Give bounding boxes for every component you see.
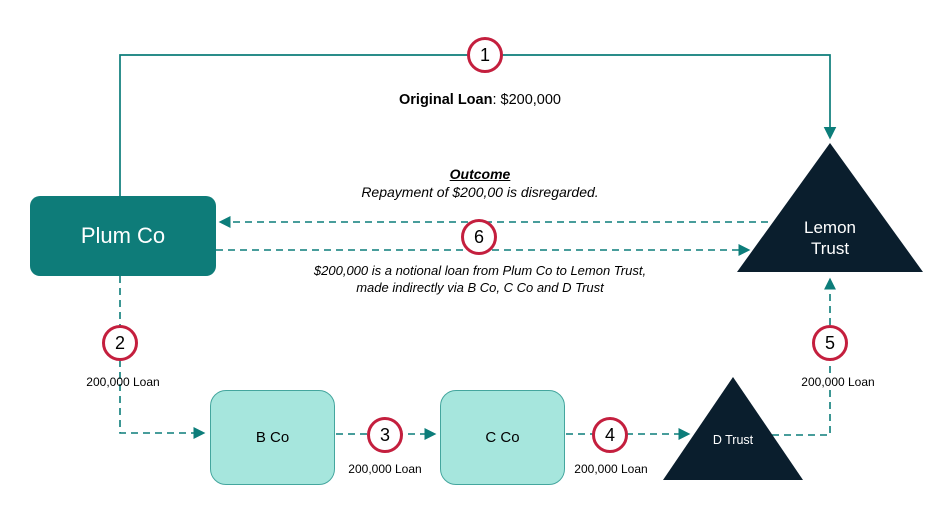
step-4-number: 4 — [604, 424, 615, 445]
outcome-text: Repayment of $200,00 is disregarded. — [361, 184, 599, 200]
node-b-co: B Co — [210, 390, 335, 485]
step-badge-4: 4 — [592, 417, 628, 453]
original-loan-annotation: Original Loan: $200,000 — [300, 92, 660, 108]
loan-label-step3: 200,000 Loan — [348, 462, 422, 476]
outcome-annotation: Outcome Repayment of $200,00 is disregar… — [290, 166, 670, 200]
loan-label-step5: 200,000 Loan — [783, 375, 893, 389]
node-lemon-trust-label: Lemon Trust — [804, 218, 856, 258]
step-3-number: 3 — [379, 424, 390, 445]
step-badge-3: 3 — [367, 417, 403, 453]
step-6-number: 6 — [473, 226, 484, 247]
node-d-trust-label: D Trust — [712, 433, 754, 447]
node-plum-co-label: Plum Co — [80, 223, 166, 248]
original-loan-value: : $200,000 — [492, 92, 561, 108]
notional-loan-annotation: $200,000 is a notional loan from Plum Co… — [313, 263, 647, 295]
node-c-co-label: C Co — [485, 429, 520, 446]
step-5-number: 5 — [824, 332, 835, 353]
original-loan-label: Original Loan — [399, 92, 493, 108]
loan-label-step4: 200,000 Loan — [574, 462, 648, 476]
step-badge-2: 2 — [102, 325, 138, 361]
step-1-number: 1 — [479, 44, 490, 65]
node-b-co-label: B Co — [255, 429, 290, 446]
outcome-title: Outcome — [449, 166, 511, 182]
step-badge-1: 1 — [467, 37, 503, 73]
node-c-co: C Co — [440, 390, 565, 485]
step-badge-5: 5 — [812, 325, 848, 361]
step-2-number: 2 — [114, 332, 125, 353]
loan-label-step2: 200,000 Loan — [86, 375, 160, 389]
step-badge-6: 6 — [461, 219, 497, 255]
node-plum-co: Plum Co — [30, 196, 216, 276]
